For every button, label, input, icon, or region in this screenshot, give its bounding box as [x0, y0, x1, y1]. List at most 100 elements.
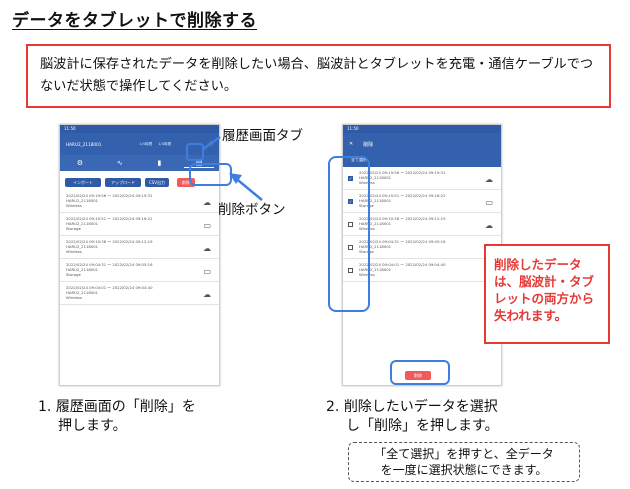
record-device: HARU2_2118001: [359, 244, 392, 250]
record-checkbox[interactable]: [348, 268, 353, 273]
record-range: 2022/02/24 09:04:31 〜 2022/02/24 09:05:1…: [359, 239, 446, 244]
status-bar: 11:50: [60, 125, 219, 133]
record-source: Wireless: [359, 226, 375, 232]
record-source: Wireless: [66, 203, 82, 209]
record-range: 2022/02/24 09:19:56 〜 2022/02/24 09:19:3…: [66, 193, 153, 198]
record-source: Wireless: [359, 180, 375, 186]
step-1-text-2: 押します。: [58, 418, 127, 434]
delete-screen-title: 削除: [363, 141, 374, 148]
cloud-upload-icon: ☁: [203, 244, 211, 253]
record-device: HARU2_2118001: [359, 221, 392, 227]
close-icon[interactable]: ✕: [349, 141, 354, 147]
cloud-upload-icon: ☁: [485, 175, 493, 184]
record-range: 2022/02/24 09:15:51 〜 2022/02/24 09:16:2…: [66, 216, 153, 221]
record-range: 2022/02/24 09:04:01 〜 2022/02/24 09:04:4…: [359, 262, 446, 267]
import-button[interactable]: インポート: [65, 178, 101, 187]
history-icon: ▤: [195, 158, 203, 167]
action-button-row: インポート アップロード CSV出力 削除: [60, 171, 219, 190]
delete-header: ✕ 削除: [343, 133, 501, 155]
upload-button[interactable]: アップロード: [105, 178, 141, 187]
record-item[interactable]: 2022/02/24 09:10:38 〜 2022/02/24 09:12:1…: [60, 236, 219, 259]
record-item[interactable]: 2022/02/24 09:19:56 〜 2022/02/24 09:19:3…: [60, 190, 219, 213]
step-1-number: 1.: [38, 399, 52, 415]
record-item[interactable]: 2022/02/24 09:04:31 〜 2022/02/24 09:05:1…: [60, 259, 219, 282]
selectable-record-item[interactable]: 2022/02/24 09:10:38 〜 2022/02/24 09:12:1…: [343, 213, 501, 236]
cloud-upload-icon: ☁: [203, 198, 211, 207]
step-1-line-1: 1. 履歴画面の「削除」を: [38, 398, 196, 417]
selectable-record-list: ✓ 2022/02/24 09:19:56 〜 2022/02/24 09:19:…: [343, 167, 501, 282]
step-1: 1. 履歴画面の「削除」を 押します。: [38, 398, 196, 436]
record-source: Storage: [66, 226, 81, 232]
step-2-number: 2.: [326, 399, 340, 415]
record-checkbox[interactable]: ✓: [348, 176, 353, 181]
step-1-text-1: 履歴画面の「削除」を: [55, 399, 196, 415]
selectable-record-item[interactable]: ✓ 2022/02/24 09:15:51 〜 2022/02/24 09:16:…: [343, 190, 501, 213]
tip-line-1: 「全て選択」を押すと、全データ: [374, 447, 554, 461]
status-bar: 11:50: [343, 125, 501, 133]
history-tab-highlight: [186, 143, 204, 161]
record-item[interactable]: 2022/02/24 09:04:01 〜 2022/02/24 09:04:4…: [60, 282, 219, 305]
record-checkbox[interactable]: [348, 245, 353, 250]
record-device: HARU2_2118001: [359, 267, 392, 273]
confirm-delete-button[interactable]: 削除: [405, 371, 431, 380]
record-item[interactable]: 2022/02/24 09:15:51 〜 2022/02/24 09:16:2…: [60, 213, 219, 236]
status-time: 11:50: [64, 126, 76, 131]
app-tabs: ⚙ ∿ ▮ ▤: [60, 155, 219, 171]
record-device: HARU2_2118001: [359, 175, 392, 181]
select-all-button[interactable]: 全て選択: [343, 155, 501, 167]
record-range: 2022/02/24 09:04:01 〜 2022/02/24 09:04:4…: [66, 285, 153, 290]
header-badges: 1/4時間 1/4時間: [139, 142, 171, 147]
csv-export-button[interactable]: CSV出力: [145, 178, 169, 187]
record-device: HARU2_2118001: [359, 198, 392, 204]
step-2-text-1: 削除したいデータを選択: [343, 399, 498, 415]
selectable-record-item[interactable]: ✓ 2022/02/24 09:19:56 〜 2022/02/24 09:19:…: [343, 167, 501, 190]
status-time: 11:50: [347, 126, 359, 131]
record-range: 2022/02/24 09:19:56 〜 2022/02/24 09:19:3…: [359, 170, 446, 175]
waveform-icon: ∿: [116, 159, 123, 167]
bar-chart-icon: ▮: [157, 159, 162, 167]
record-range: 2022/02/24 09:15:51 〜 2022/02/24 09:16:2…: [359, 193, 446, 198]
step-2: 2. 削除したいデータを選択 し「削除」を押します。: [326, 398, 499, 436]
badge-1: 1/4時間: [139, 141, 153, 146]
record-source: Wireless: [66, 249, 82, 255]
record-device: HARU2_2118001: [66, 267, 99, 273]
record-range: 2022/02/24 09:10:38 〜 2022/02/24 09:12:1…: [66, 239, 153, 244]
record-list: 2022/02/24 09:19:56 〜 2022/02/24 09:19:3…: [60, 190, 219, 305]
tab-settings[interactable]: ⚙: [65, 159, 95, 167]
page-title: データをタブレットで削除する: [12, 11, 257, 31]
tab-history[interactable]: ▤: [184, 158, 215, 168]
tip-box: 「全て選択」を押すと、全データ を一度に選択状態にできます。: [348, 442, 580, 482]
tab-graph[interactable]: ▮: [144, 159, 174, 167]
tablet-icon: ▭: [485, 198, 493, 207]
badge-2: 1/4時間: [158, 141, 172, 146]
step-2-line-1: 2. 削除したいデータを選択: [326, 398, 499, 417]
history-tab-label: 履歴画面タブ: [222, 128, 303, 144]
history-tab-arrow: [202, 135, 221, 151]
delete-button-label: 削除ボタン: [218, 202, 286, 218]
checkbox-column-highlight: [328, 156, 370, 312]
record-range: 2022/02/24 09:10:38 〜 2022/02/24 09:12:1…: [359, 216, 446, 221]
notice-box: 脳波計に保存されたデータを削除したい場合、脳波計とタブレットを充電・通信ケーブル…: [26, 44, 611, 108]
record-source: Storage: [359, 203, 374, 209]
delete-button[interactable]: 削除: [177, 178, 195, 187]
tab-waveform[interactable]: ∿: [105, 159, 135, 167]
cloud-upload-icon: ☁: [485, 221, 493, 230]
gear-icon: ⚙: [76, 159, 84, 167]
record-checkbox[interactable]: ✓: [348, 199, 353, 204]
record-source: Wireless: [359, 272, 375, 278]
device-name: HARU2_2118001: [66, 141, 102, 147]
record-source: Storage: [66, 272, 81, 278]
record-device: HARU2_2118001: [66, 198, 99, 204]
record-device: HARU2_2118001: [66, 221, 99, 227]
record-range: 2022/02/24 09:04:31 〜 2022/02/24 09:05:1…: [66, 262, 153, 267]
record-source: Storage: [359, 249, 374, 255]
record-device: HARU2_2118001: [66, 290, 99, 296]
tablet-icon: ▭: [203, 221, 211, 230]
record-checkbox[interactable]: [348, 222, 353, 227]
confirm-delete-highlight: [390, 360, 450, 385]
arrow-head: [229, 173, 242, 184]
warning-box: 削除したデータは、脳波計・タブレットの両方から失われます。: [484, 244, 610, 344]
record-device: HARU2_2118001: [66, 244, 99, 250]
cloud-upload-icon: ☁: [203, 290, 211, 299]
